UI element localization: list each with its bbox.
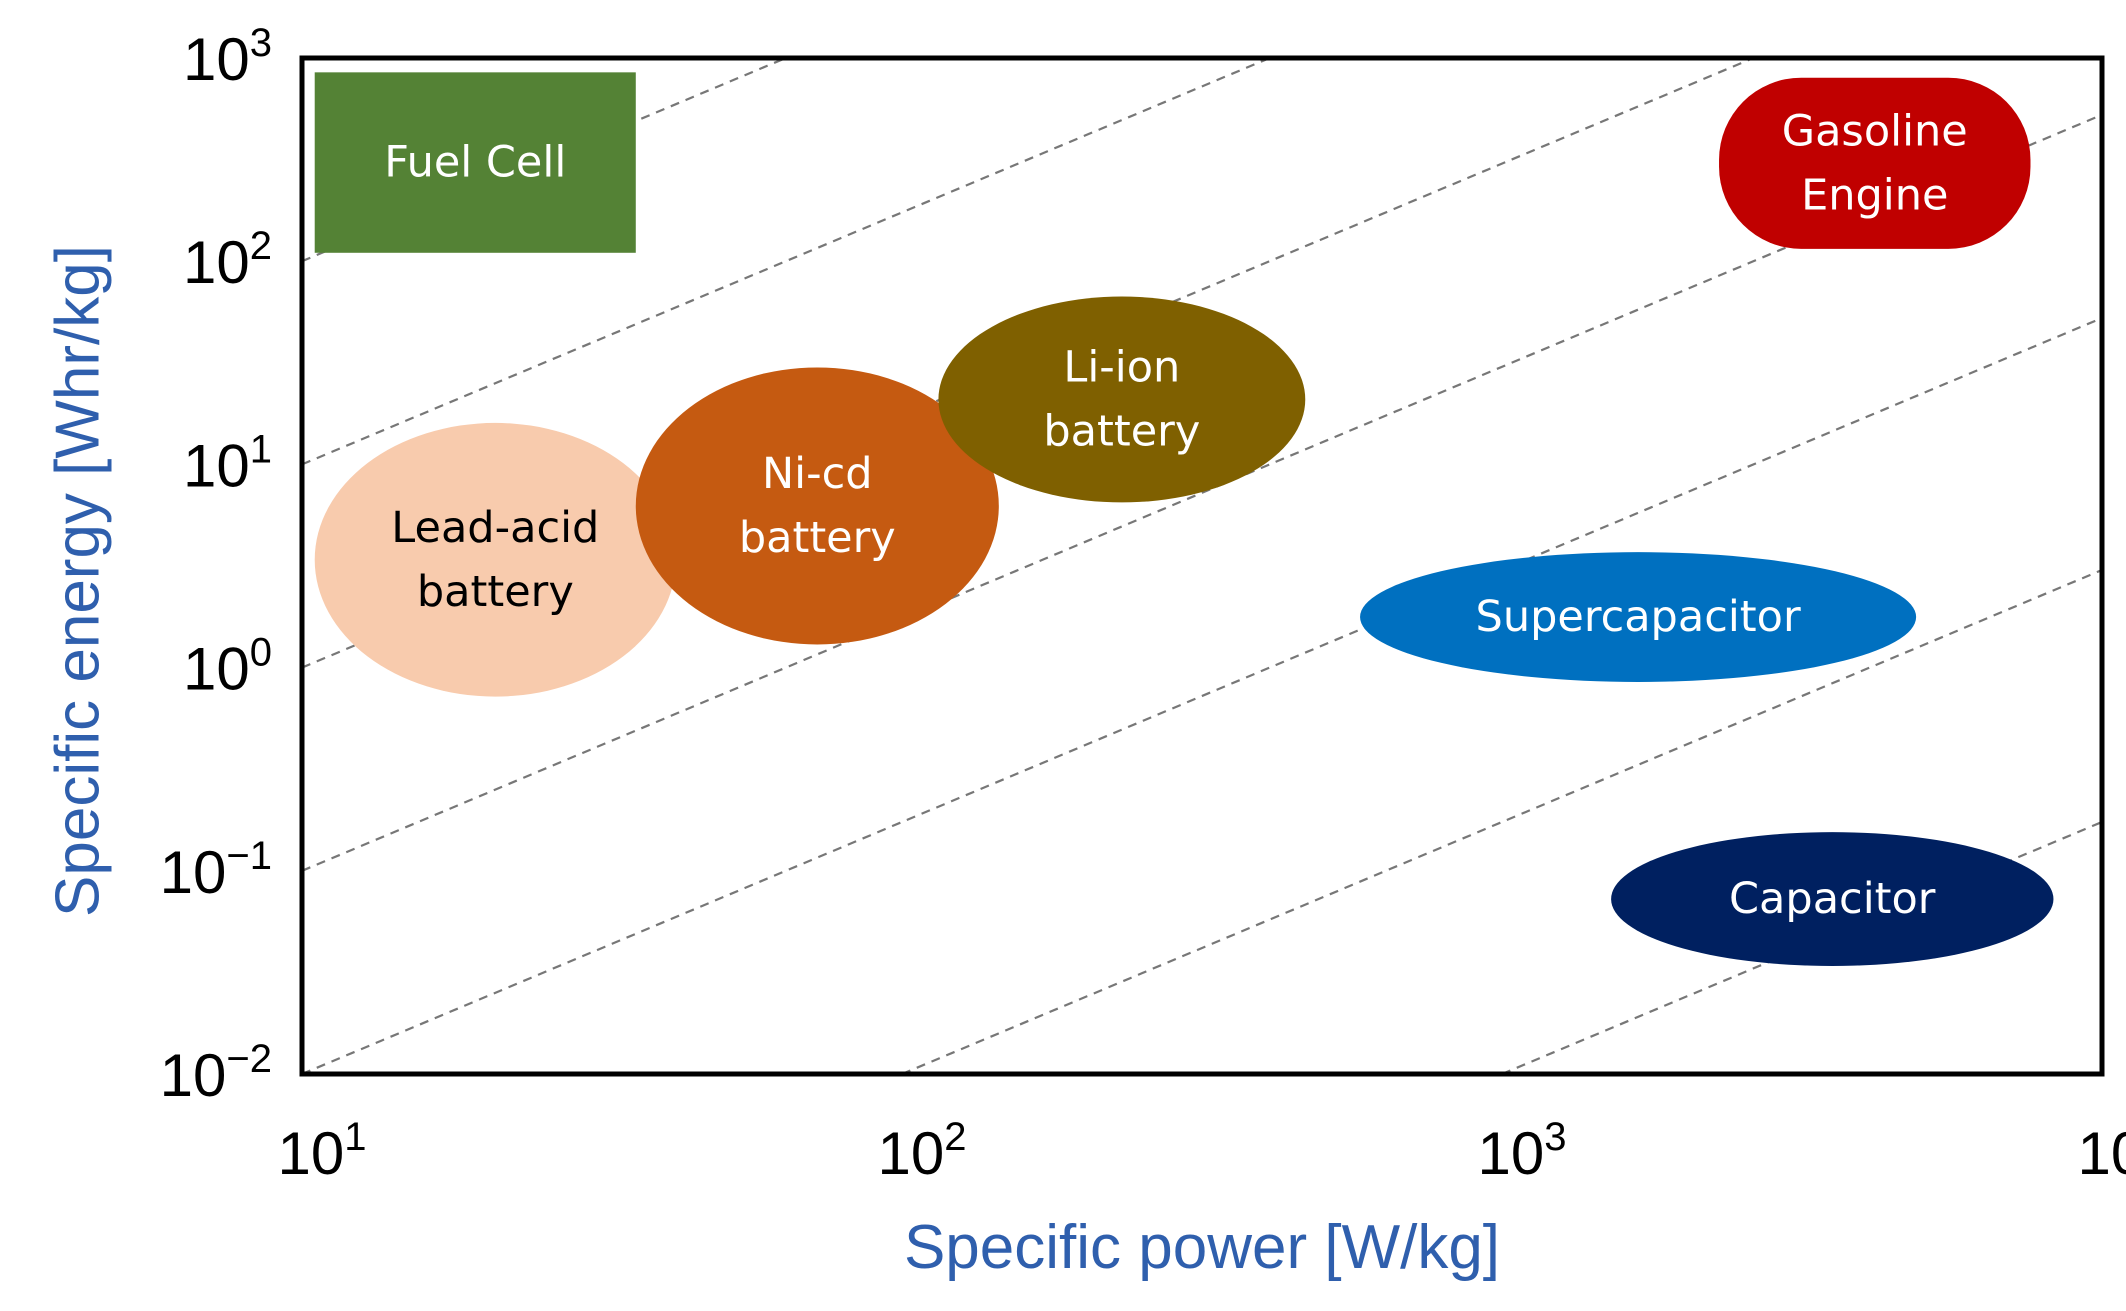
reference-line — [302, 58, 789, 263]
y-tick-label: 100 — [183, 631, 272, 703]
x-tick-label: 101 — [278, 1115, 367, 1187]
capacitor-shape — [1611, 832, 2054, 967]
plot-frame — [299, 55, 2105, 1077]
y-axis-ticks: 10−2 10−1 100 101 102 103 — [160, 21, 272, 1109]
x-tick-label: 102 — [878, 1115, 967, 1187]
y-tick-label: 102 — [183, 224, 272, 296]
reference-line — [901, 568, 2102, 1074]
lead-acid-shape — [314, 422, 676, 697]
reference-line — [302, 58, 1273, 466]
y-tick-label: 101 — [183, 427, 272, 499]
li-ion-shape — [938, 296, 1306, 503]
ni-cd-shape — [635, 367, 999, 645]
x-axis-ticks: 101 102 103 104 — [278, 1115, 2126, 1187]
y-tick-label: 10−2 — [160, 1037, 272, 1109]
reference-line — [302, 113, 2102, 872]
gasoline-shape — [1719, 77, 2031, 249]
region-supercapacitor: Supercapacitor — [1360, 552, 1917, 682]
y-tick-label: 10−1 — [160, 834, 272, 906]
x-tick-label: 103 — [1478, 1115, 1567, 1187]
region-fuel-cell: Fuel Cell — [314, 72, 636, 253]
y-tick-label: 103 — [183, 21, 272, 93]
x-axis-title: Specific power [W/kg] — [904, 1213, 1500, 1282]
supercapacitor-label: Supercapacitor — [1476, 592, 1801, 642]
supercapacitor-shape — [1360, 552, 1917, 682]
fuel-cell-label: Fuel Cell — [384, 138, 566, 188]
fuel-cell-shape — [314, 72, 636, 253]
region-capacitor: Capacitor — [1611, 832, 2054, 967]
y-axis-title: Specific energy [Whr/kg] — [44, 245, 113, 917]
capacitor-label: Capacitor — [1729, 874, 1936, 924]
x-tick-label: 104 — [2078, 1115, 2126, 1187]
